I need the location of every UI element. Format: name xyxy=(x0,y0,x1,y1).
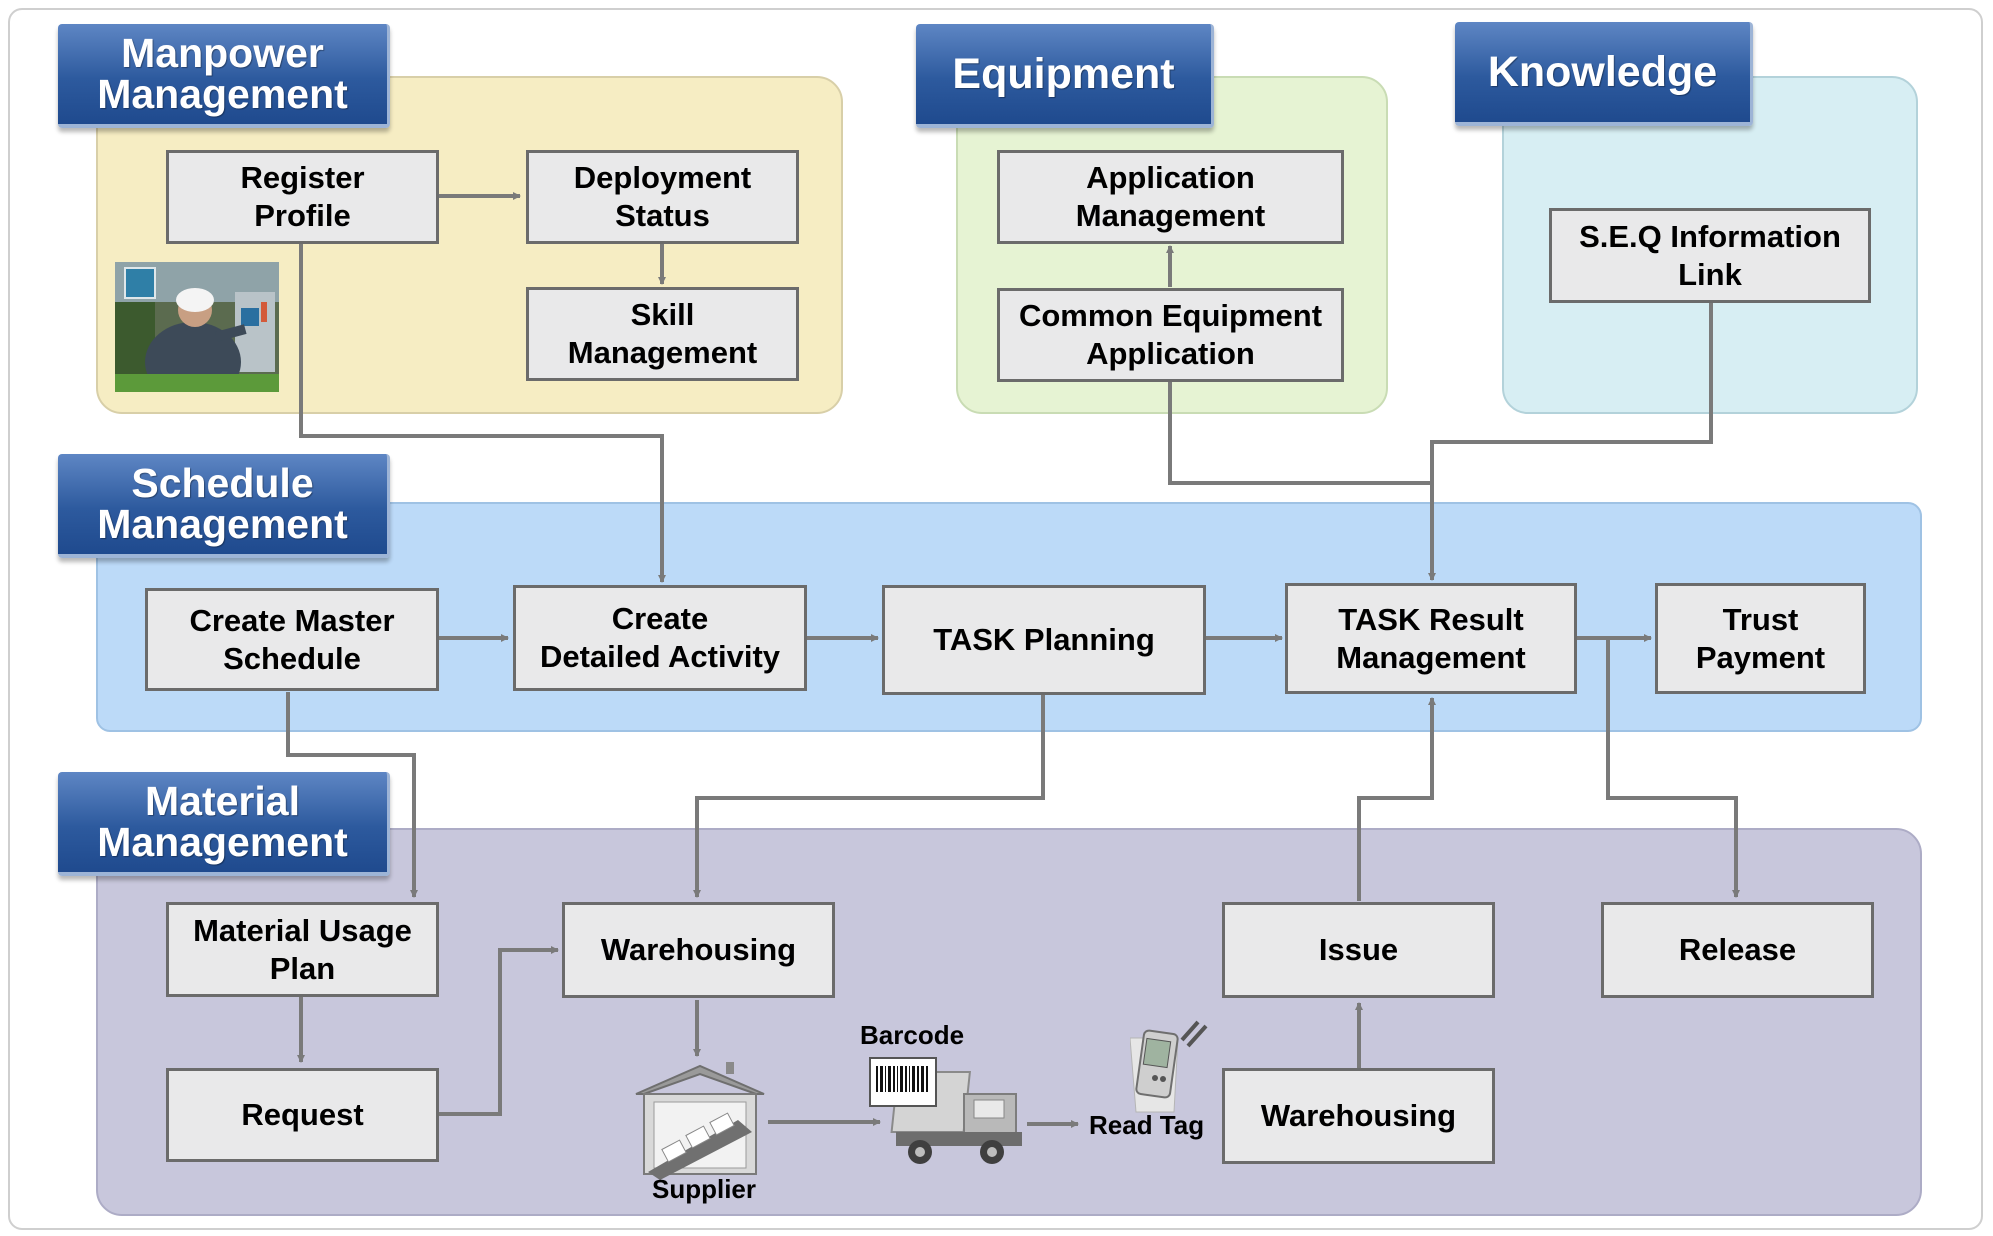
supplier-warehouse-icon xyxy=(635,1062,765,1180)
arrow-register-to-detailed-activity xyxy=(299,243,666,583)
schedule-management-header: Schedule Management xyxy=(58,454,390,558)
warehousing-box[interactable]: Warehousing xyxy=(562,902,835,998)
create-detailed-activity-box[interactable]: Create Detailed Activity xyxy=(513,585,807,691)
common-equipment-application-box[interactable]: Common Equipment Application xyxy=(997,288,1344,382)
request-box[interactable]: Request xyxy=(166,1068,439,1162)
deployment-status-box[interactable]: Deployment Status xyxy=(526,150,799,244)
skill-management-box[interactable]: Skill Management xyxy=(526,287,799,381)
knowledge-header: Knowledge xyxy=(1455,22,1753,126)
release-box[interactable]: Release xyxy=(1601,902,1874,998)
arrow-master-to-material-plan xyxy=(286,692,418,898)
task-planning-box[interactable]: TASK Planning xyxy=(882,585,1206,695)
issue-box[interactable]: Issue xyxy=(1222,902,1495,998)
barcode-label: Barcode xyxy=(860,1020,965,1050)
register-profile-box[interactable]: Register Profile xyxy=(166,150,439,244)
arrow-issue-to-result xyxy=(1357,697,1436,901)
worker-photo xyxy=(115,262,279,392)
manpower-management-header: Manpower Management xyxy=(58,24,390,128)
read-tag-label: Read Tag xyxy=(1089,1110,1205,1140)
material-usage-plan-box[interactable]: Material Usage Plan xyxy=(166,902,439,997)
warehousing-bottom-box[interactable]: Warehousing xyxy=(1222,1068,1495,1164)
handheld-reader-icon xyxy=(1130,1020,1208,1113)
application-management-box[interactable]: Application Management xyxy=(997,150,1344,244)
arrow-planning-to-warehousing xyxy=(693,694,1045,898)
arrow-seq-to-task-result xyxy=(1428,302,1713,581)
seq-information-link-box[interactable]: S.E.Q Information Link xyxy=(1549,208,1871,303)
supplier-label: Supplier xyxy=(652,1174,757,1204)
task-result-management-box[interactable]: TASK Result Management xyxy=(1285,583,1577,694)
equipment-header: Equipment xyxy=(916,24,1214,128)
trust-payment-box[interactable]: Trust Payment xyxy=(1655,583,1866,694)
arrow-result-to-release xyxy=(1606,638,1740,898)
create-master-schedule-box[interactable]: Create Master Schedule xyxy=(145,588,439,691)
line-common-to-junction xyxy=(1168,381,1432,485)
truck-barcode-icon xyxy=(869,1057,1022,1164)
material-management-header: Material Management xyxy=(58,772,390,876)
arrow-request-to-warehousing xyxy=(438,946,559,1116)
